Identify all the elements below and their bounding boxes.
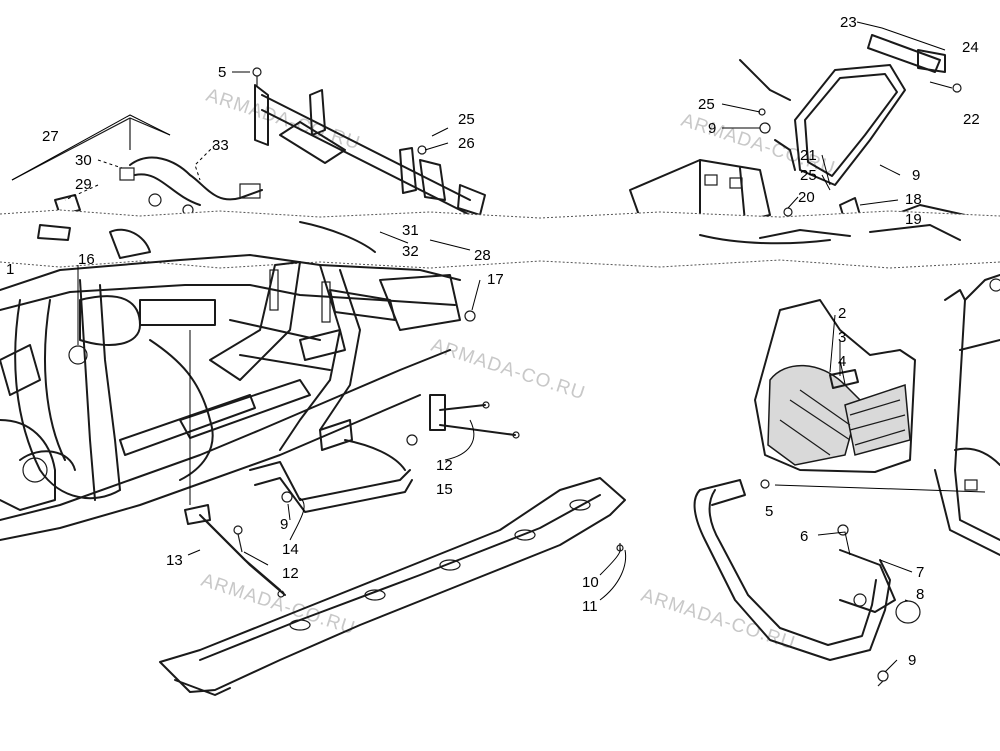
- rod-bracket: [184, 504, 286, 598]
- stitch-band: [0, 209, 1000, 269]
- callout-13: 13: [166, 552, 183, 569]
- main-frame: [0, 254, 476, 541]
- callout-5: 5: [218, 64, 226, 81]
- skid-plate: [159, 477, 626, 696]
- callout-23: 23: [840, 14, 857, 31]
- wiring-harness: [11, 117, 263, 216]
- callout-11: 11: [582, 598, 598, 615]
- callout-5: 5: [765, 503, 773, 520]
- callout-27: 27: [42, 128, 59, 145]
- callout-1: 1: [6, 261, 14, 278]
- callout-7: 7: [916, 564, 924, 581]
- callout-19: 19: [905, 211, 922, 228]
- callout-26: 26: [458, 135, 475, 152]
- callout-15: 15: [436, 481, 453, 498]
- callout-25: 25: [698, 96, 715, 113]
- callout-9: 9: [280, 516, 288, 533]
- callout-labels: 5 25 26 27 33 30 29 23 24 25 9 22 21 25 …: [6, 14, 980, 669]
- callout-20: 20: [798, 189, 815, 206]
- rod-assembly: [406, 394, 520, 446]
- leader-lines: [11, 21, 986, 673]
- callout-31: 31: [402, 222, 419, 239]
- callout-33: 33: [212, 137, 229, 154]
- upper-crossmember: [252, 67, 486, 216]
- callout-22: 22: [963, 111, 980, 128]
- callout-29: 29: [75, 176, 92, 193]
- watermark-5: ARMADA-CO.RU: [638, 585, 797, 655]
- callout-10: 10: [582, 574, 599, 591]
- callout-28: 28: [474, 247, 491, 264]
- callout-17: 17: [487, 271, 504, 288]
- callout-4: 4: [838, 353, 846, 370]
- callout-32: 32: [402, 243, 419, 260]
- callout-25: 25: [458, 111, 475, 128]
- front-cover-panel: [754, 299, 916, 473]
- callout-25: 25: [800, 167, 817, 184]
- front-bumper: [693, 479, 921, 687]
- callout-6: 6: [800, 528, 808, 545]
- callout-14: 14: [282, 541, 299, 558]
- callout-8: 8: [916, 586, 924, 603]
- callout-2: 2: [838, 305, 846, 322]
- callout-9: 9: [908, 652, 916, 669]
- callout-12: 12: [282, 565, 299, 582]
- callout-21: 21: [800, 147, 817, 164]
- step-bracket: [249, 419, 413, 513]
- watermark-3: ARMADA-CO.RU: [428, 335, 587, 405]
- callout-9: 9: [912, 167, 920, 184]
- callout-24: 24: [962, 39, 979, 56]
- callout-16: 16: [78, 251, 95, 268]
- callout-30: 30: [75, 152, 92, 169]
- callout-9: 9: [708, 120, 716, 137]
- callout-3: 3: [838, 329, 846, 346]
- front-frame-section: [934, 274, 1000, 556]
- callout-12: 12: [436, 457, 453, 474]
- callout-18: 18: [905, 191, 922, 208]
- rear-rack-assembly: [739, 34, 962, 186]
